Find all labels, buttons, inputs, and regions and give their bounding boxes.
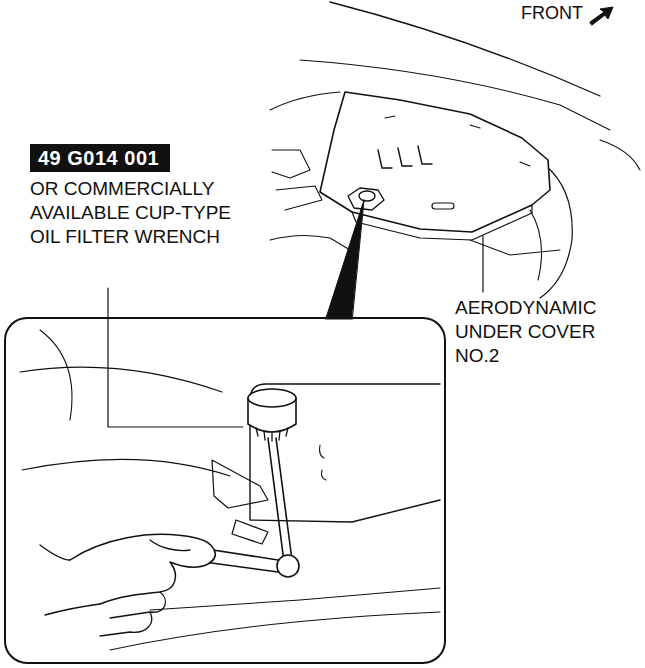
- cup-wrench: [248, 389, 296, 407]
- tool-number: 49 G014 001: [38, 147, 162, 169]
- suspension-part: [272, 150, 310, 178]
- leader-line: [108, 288, 243, 427]
- oil-filter: [359, 191, 375, 201]
- callout-wedge: [326, 317, 352, 320]
- cover-slot: [432, 203, 454, 209]
- under-cover-edge: [352, 205, 532, 240]
- hand-fingers: [100, 540, 190, 636]
- bracket: [232, 520, 268, 544]
- tire-outline: [530, 210, 542, 280]
- cover-slot: [378, 146, 432, 168]
- body-line: [600, 140, 640, 170]
- part-label: OR COMMERCIALLY AVAILABLE CUP-TYPE OIL F…: [30, 177, 245, 249]
- suspension-part: [276, 186, 322, 210]
- cover-mark: [385, 116, 530, 166]
- body-line: [270, 235, 350, 250]
- extension-bar: [268, 438, 292, 562]
- cup-flutes: [256, 428, 288, 441]
- body-line: [22, 459, 230, 476]
- body-line: [20, 367, 222, 392]
- ratchet-head: [277, 555, 299, 577]
- tool-number-box: 49 G014 001: [30, 144, 170, 172]
- body-line: [110, 612, 440, 650]
- direction-label: FRONT: [521, 2, 591, 24]
- body-line: [270, 92, 340, 110]
- leader-line: [482, 236, 483, 292]
- sleeve: [40, 545, 100, 615]
- body-line: [150, 588, 440, 610]
- front-arrow: [590, 7, 613, 25]
- under-cover: [320, 92, 550, 232]
- pipe-clip: [212, 460, 268, 508]
- callout-wedge: [326, 200, 364, 318]
- body-line: [40, 330, 72, 420]
- filter-opening: [348, 188, 384, 210]
- hand: [70, 534, 215, 604]
- detail-inset: [5, 318, 445, 663]
- pan-mark: [320, 445, 327, 480]
- part-label: AERODYNAMIC UNDER COVER NO.2: [455, 296, 635, 368]
